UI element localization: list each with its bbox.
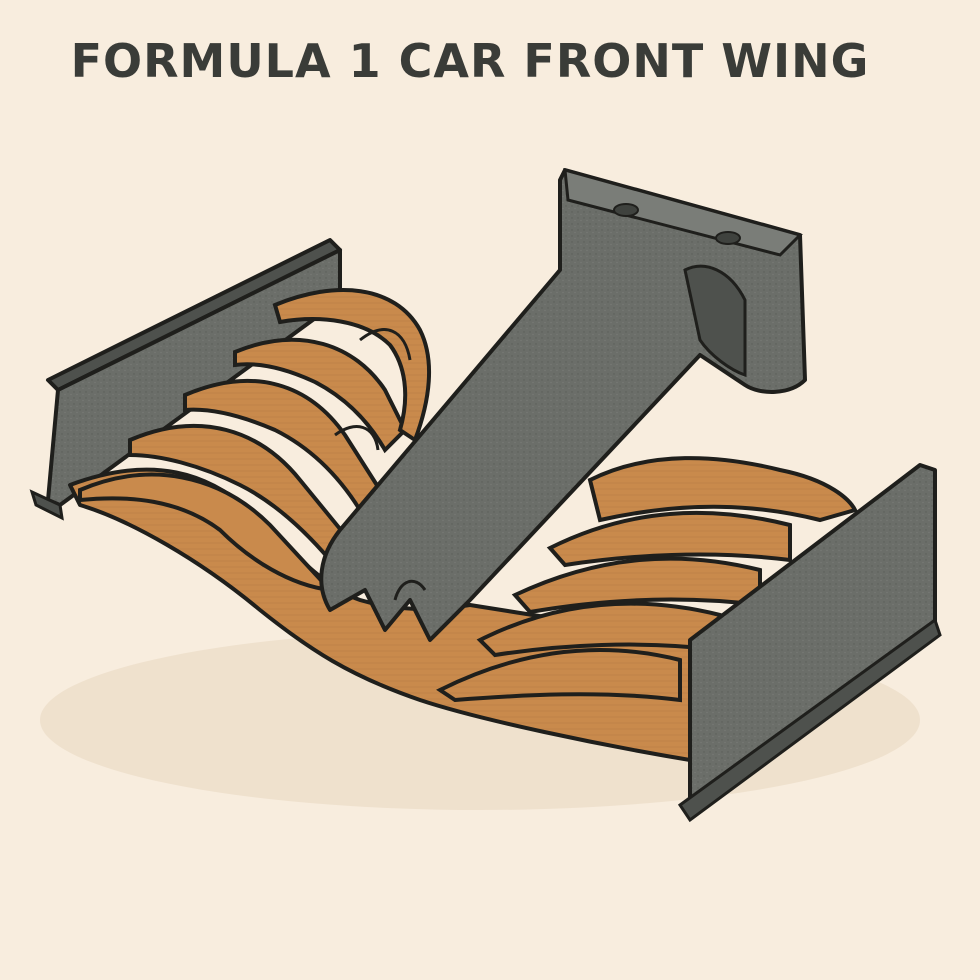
nose-mount-pylon (319, 167, 807, 642)
mount-hole-right (715, 231, 741, 245)
left-flap-4 (233, 337, 408, 454)
left-flap-2 (128, 423, 348, 564)
left-flap-1 (78, 472, 336, 593)
left-flap-stack (78, 288, 431, 593)
right-flap-stack (436, 456, 858, 703)
right-flap-4 (546, 510, 792, 568)
left-endplate (29, 238, 342, 521)
mount-hole-left (613, 203, 639, 217)
right-flap-1 (436, 648, 682, 703)
right-endplate (677, 463, 942, 823)
left-flap-3 (183, 379, 383, 514)
diagram-title: FORMULA 1 CAR FRONT WING (70, 34, 870, 88)
right-flap-5 (587, 456, 858, 523)
